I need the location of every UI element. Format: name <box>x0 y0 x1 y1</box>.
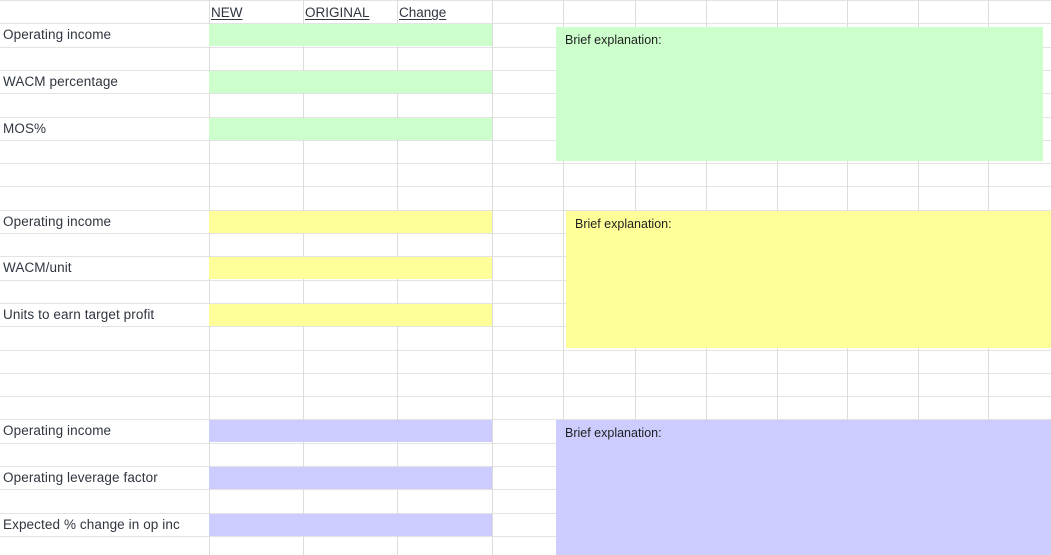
input-cell-purple-section[interactable] <box>209 420 492 442</box>
brief-explanation-label-yellow: Brief explanation: <box>575 217 672 231</box>
row-label: Operating income <box>3 423 112 438</box>
grid-row-line <box>0 513 1051 514</box>
grid-row-line <box>0 140 1051 141</box>
row-label: Operating income <box>3 27 112 42</box>
grid-row-line <box>0 233 1051 234</box>
grid-row-line <box>0 419 1051 420</box>
grid-row-line <box>0 536 1051 537</box>
grid-row-line <box>0 186 1051 187</box>
grid-row-line <box>0 396 1051 397</box>
input-cell-purple-section[interactable] <box>209 467 492 489</box>
grid-row-line <box>0 326 1051 327</box>
row-label: MOS% <box>3 121 47 136</box>
input-cell-green-section[interactable] <box>209 71 492 93</box>
grid-row-line <box>0 256 1051 257</box>
column-header-original: ORIGINAL <box>305 5 370 20</box>
grid-row-line <box>0 210 1051 211</box>
row-label: Operating leverage factor <box>3 470 158 485</box>
grid-column-line <box>492 0 493 555</box>
grid-row-line <box>0 443 1051 444</box>
grid-row-line <box>0 93 1051 94</box>
brief-explanation-box-purple[interactable]: Brief explanation: <box>556 420 1051 555</box>
grid-row-line <box>0 350 1051 351</box>
row-label: Operating income <box>3 214 112 229</box>
grid-row-line <box>0 466 1051 467</box>
grid-row-line <box>0 70 1051 71</box>
input-cell-green-section[interactable] <box>209 118 492 140</box>
grid-row-line <box>0 280 1051 281</box>
column-header-change: Change <box>399 5 447 20</box>
input-cell-yellow-section[interactable] <box>209 257 492 279</box>
brief-explanation-label-green: Brief explanation: <box>565 33 662 47</box>
grid-row-line <box>0 163 1051 164</box>
input-cell-purple-section[interactable] <box>209 514 492 536</box>
grid-column-line <box>563 0 564 555</box>
input-cell-green-section[interactable] <box>209 24 492 46</box>
grid-row-line <box>0 373 1051 374</box>
row-label: WACM/unit <box>3 260 72 275</box>
row-label: Units to earn target profit <box>3 307 155 322</box>
input-cell-yellow-section[interactable] <box>209 304 492 326</box>
grid-row-line <box>0 0 1051 1</box>
brief-explanation-box-green[interactable]: Brief explanation: <box>556 27 1043 161</box>
row-label: WACM percentage <box>3 74 119 89</box>
grid-row-line <box>0 117 1051 118</box>
grid-row-line <box>0 303 1051 304</box>
grid-row-line <box>0 47 1051 48</box>
column-header-new: NEW <box>211 5 243 20</box>
grid-row-line <box>0 23 1051 24</box>
grid-row-line <box>0 489 1051 490</box>
row-label: Expected % change in op inc <box>3 517 180 532</box>
brief-explanation-label-purple: Brief explanation: <box>565 426 662 440</box>
input-cell-yellow-section[interactable] <box>209 211 492 233</box>
brief-explanation-box-yellow[interactable]: Brief explanation: <box>566 211 1051 348</box>
